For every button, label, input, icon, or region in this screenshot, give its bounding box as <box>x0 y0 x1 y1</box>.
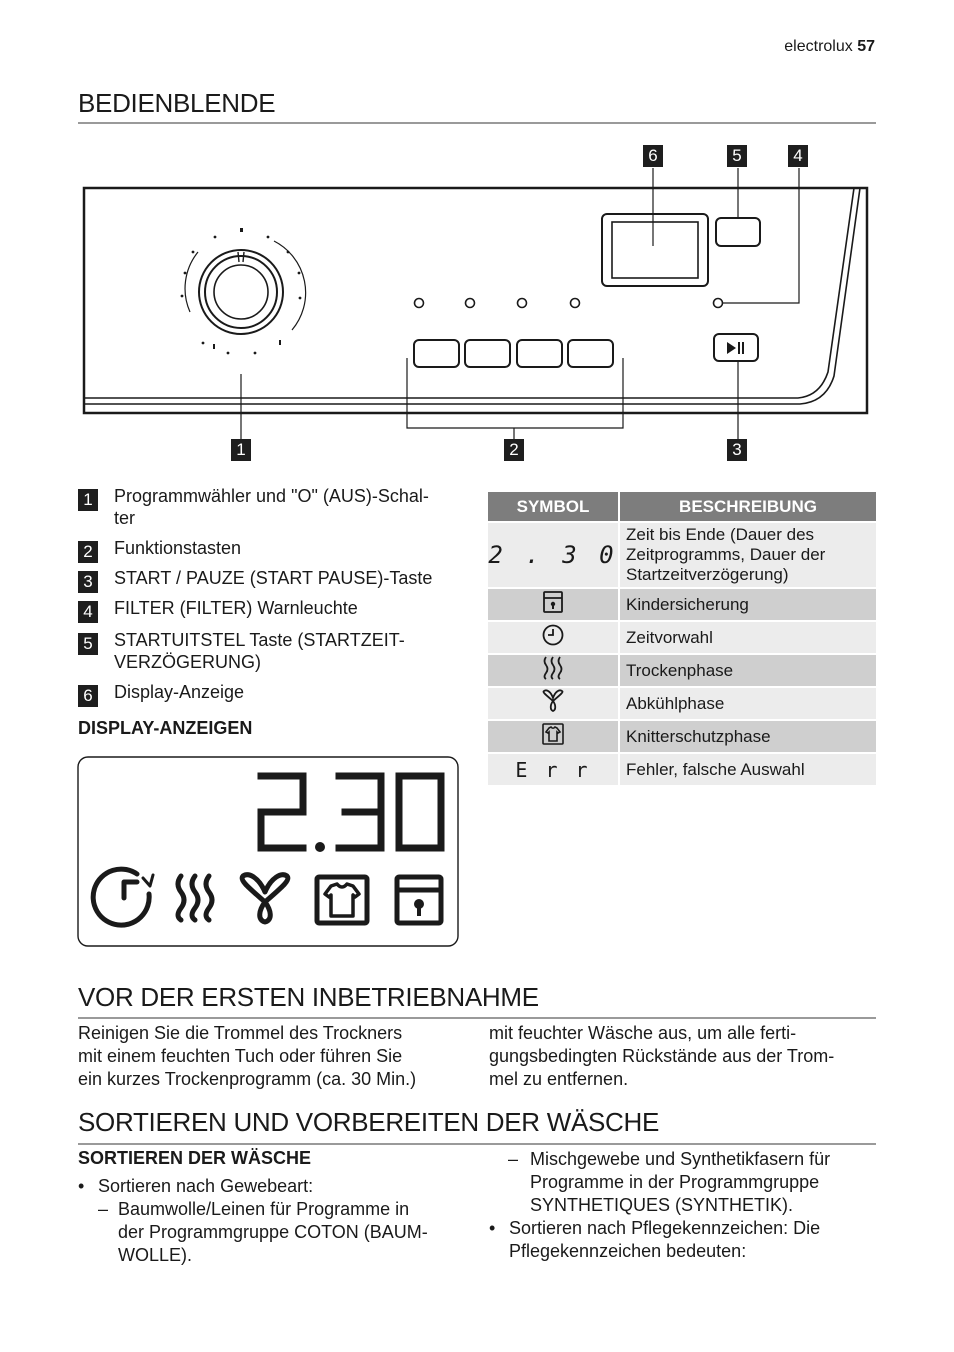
table-row: Trockenphase <box>488 655 876 686</box>
callout-5: 5 <box>727 145 747 167</box>
section-title-bedienblende: BEDIENBLENDE <box>78 88 276 118</box>
callout-2: 2 <box>504 439 524 461</box>
shirt-anticrease-icon <box>488 721 618 752</box>
callout-3: 3 <box>727 439 747 461</box>
section-rule <box>78 1143 876 1145</box>
legend-item: 1 Programmwähler und "O" (AUS)-Schal-ter <box>78 485 468 529</box>
callout-4: 4 <box>788 145 808 167</box>
legend-item: 3 START / PAUZE (START PAUSE)-Taste <box>78 567 468 593</box>
legend-item: 4 FILTER (FILTER) Warnleuchte <box>78 597 468 623</box>
legend-text: START / PAUZE (START PAUSE)-Taste <box>114 568 433 588</box>
legend-item: 6 Display-Anzeige <box>78 681 468 707</box>
legend-number: 4 <box>78 601 98 623</box>
legend-text: FILTER (FILTER) Warnleuchte <box>114 598 358 618</box>
section-rule <box>78 1017 876 1019</box>
legend-text: Display-Anzeige <box>114 682 245 702</box>
table-row: 2 . 3 0 Zeit bis Ende (Dauer des Zeitpro… <box>488 523 876 587</box>
display-digit-3 <box>335 772 385 852</box>
display-digit-0 <box>395 772 445 852</box>
table-cell-desc: Fehler, falsche Auswahl <box>620 754 876 785</box>
table-header-symbol: SYMBOL <box>488 492 618 521</box>
child-lock-icon <box>394 874 444 926</box>
clock-icon <box>488 622 618 653</box>
table-row: Zeitvorwahl <box>488 622 876 653</box>
table-cell-desc: Knitterschutzphase <box>620 721 876 752</box>
table-row: Abkühlphase <box>488 688 876 719</box>
legend-number: 1 <box>78 489 98 511</box>
legend-number: 5 <box>78 633 98 655</box>
fan-cooling-icon <box>239 872 291 925</box>
error-text-icon: E r r <box>488 754 618 785</box>
legend-number: 2 <box>78 541 98 563</box>
legend-item: 2 Funktionstasten <box>78 537 468 563</box>
legend-text: Programmwähler und "O" (AUS)-Schal-ter <box>114 486 429 528</box>
sortieren-col1: •Sortieren nach Gewebeart: – Baumwolle/L… <box>78 1175 468 1267</box>
drying-heat-icon <box>175 873 215 923</box>
symbol-table: SYMBOL BESCHREIBUNG 2 . 3 0 Zeit bis End… <box>486 490 878 787</box>
control-panel-illustration <box>82 168 869 440</box>
legend-number: 6 <box>78 685 98 707</box>
section-title-vor: VOR DER ERSTEN INBETRIEBNAHME <box>78 982 539 1012</box>
display-digit-2 <box>257 772 307 852</box>
sortieren-subheading: SORTIEREN DER WÄSCHE <box>78 1148 312 1168</box>
list-item: •Sortieren nach Gewebeart: <box>78 1176 314 1196</box>
legend-text: STARTUITSTEL Taste (STARTZEIT-VERZÖGERUN… <box>114 630 405 672</box>
table-row: Kindersicherung <box>488 589 876 620</box>
table-cell-desc: Zeitvorwahl <box>620 622 876 653</box>
display-decimal-point <box>315 842 325 852</box>
drying-heat-icon <box>488 655 618 686</box>
display-illustration <box>77 756 459 947</box>
section-title-sortieren: SORTIEREN UND VORBEREITEN DER WÄSCHE <box>78 1107 660 1137</box>
fan-cooling-icon <box>488 688 618 719</box>
table-row: E r r Fehler, falsche Auswahl <box>488 754 876 785</box>
page-header: electrolux 57 <box>784 38 875 56</box>
table-cell-desc: Zeit bis Ende (Dauer des Zeitprogramms, … <box>620 523 876 587</box>
shirt-anticrease-icon <box>314 874 370 926</box>
table-cell-desc: Abkühlphase <box>620 688 876 719</box>
clock-icon <box>90 866 155 928</box>
legend-text: Funktionstasten <box>114 538 242 558</box>
time-digits-icon: 2 . 3 0 <box>488 523 618 587</box>
legend-number: 3 <box>78 571 98 593</box>
table-row: Knitterschutzphase <box>488 721 876 752</box>
table-cell-desc: Trockenphase <box>620 655 876 686</box>
vor-text-col2: mit feuchter Wäsche aus, um alle ferti-g… <box>489 1023 835 1089</box>
table-cell-desc: Kindersicherung <box>620 589 876 620</box>
child-lock-icon <box>488 589 618 620</box>
page-number: 57 <box>857 38 875 55</box>
brand-name: electrolux <box>784 38 853 55</box>
legend-list: 1 Programmwähler und "O" (AUS)-Schal-ter… <box>78 485 468 715</box>
table-header-description: BESCHREIBUNG <box>620 492 876 521</box>
callout-1: 1 <box>231 439 251 461</box>
section-rule <box>78 122 876 124</box>
callout-6: 6 <box>643 145 663 167</box>
display-heading: DISPLAY-ANZEIGEN <box>78 718 253 738</box>
legend-item: 5 STARTUITSTEL Taste (STARTZEIT-VERZÖGER… <box>78 629 468 673</box>
